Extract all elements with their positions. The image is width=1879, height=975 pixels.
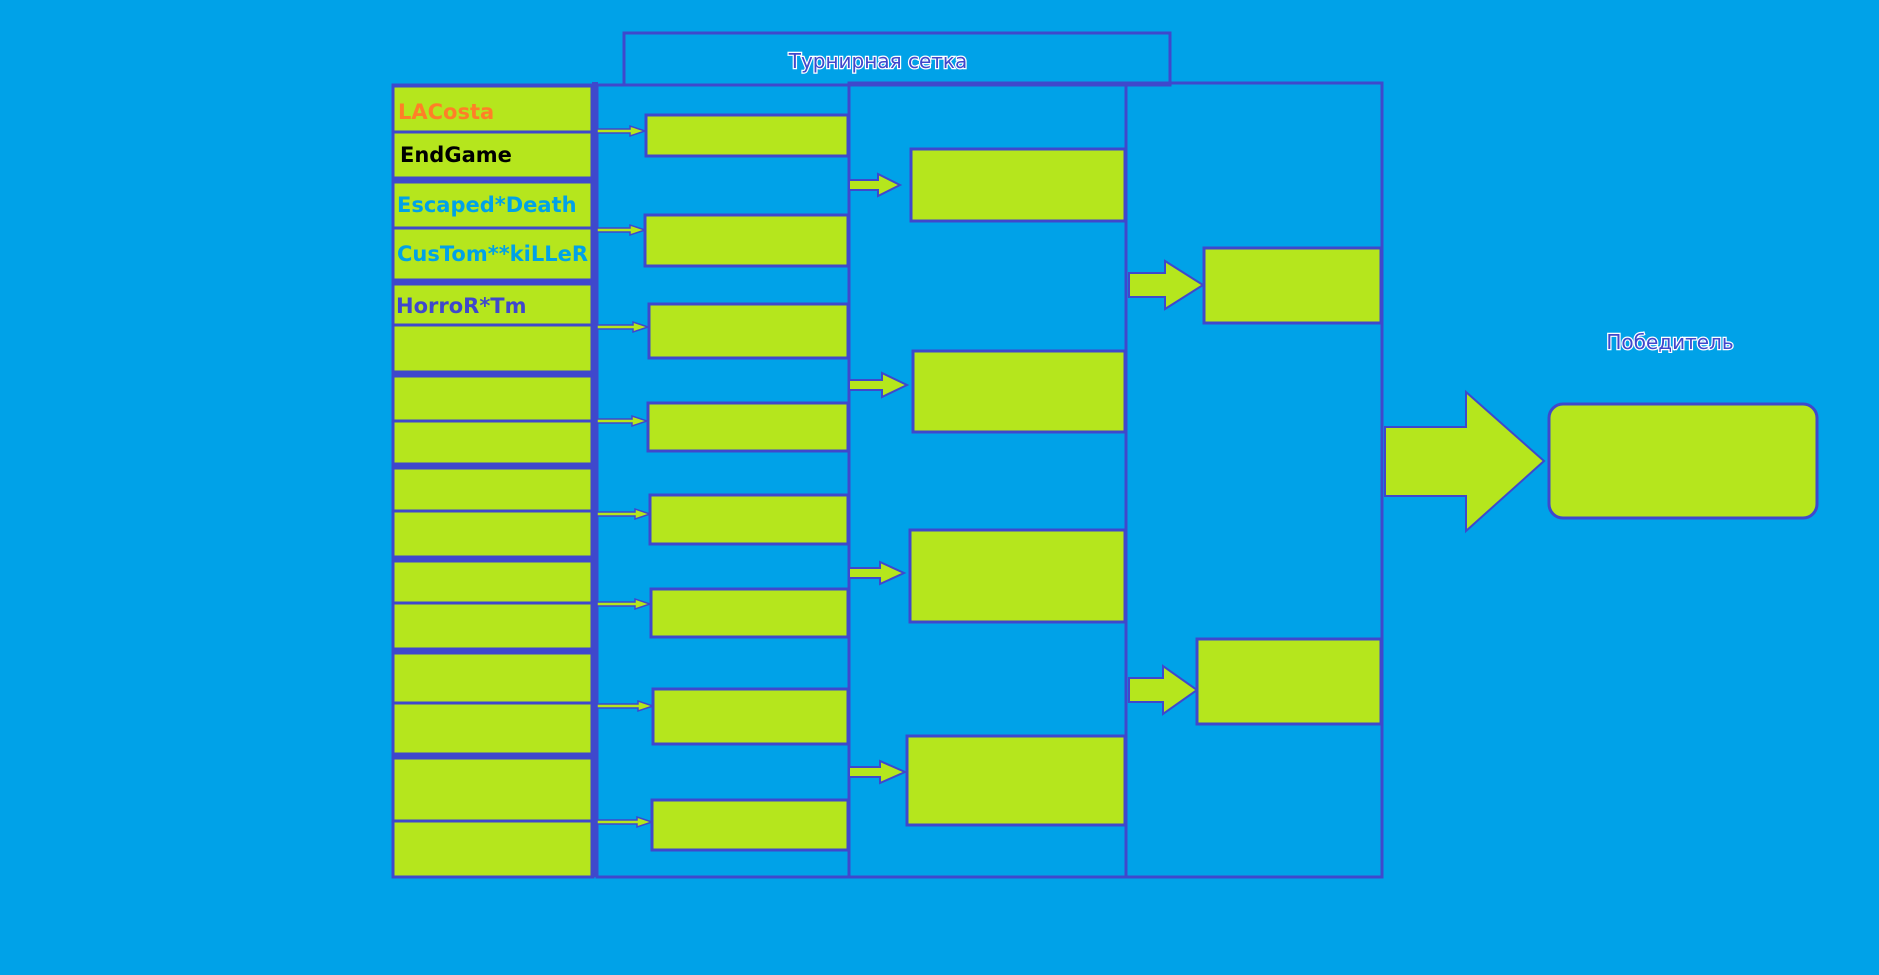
round1-slot <box>391 466 594 513</box>
round1-slot <box>391 419 594 466</box>
round1-slots: LACosta EndGame Escaped*Death CusTom**ki… <box>391 84 594 879</box>
round1-slot <box>391 819 594 879</box>
round2-slot[interactable] <box>651 687 850 746</box>
slot-box[interactable] <box>391 601 594 651</box>
player-name: EndGame <box>400 143 512 167</box>
round2-slot[interactable] <box>650 798 850 852</box>
slot-box[interactable] <box>391 701 594 756</box>
round3-slots <box>905 147 1127 827</box>
round1-slot <box>391 374 594 423</box>
advance-arrow-icon <box>596 414 650 428</box>
semifinal-slots <box>1195 246 1383 726</box>
slot-box[interactable] <box>391 323 594 374</box>
advance-arrow-icon <box>596 507 653 521</box>
advance-arrow-icon <box>596 223 648 237</box>
slot-box[interactable] <box>391 226 594 282</box>
round1-slot <box>391 559 594 605</box>
player-name: LACosta <box>398 100 494 124</box>
slot-box[interactable] <box>391 756 594 823</box>
slot-box[interactable] <box>391 466 594 513</box>
player-name: Escaped*Death <box>397 193 577 217</box>
round3-slot[interactable] <box>909 147 1127 223</box>
semifinal-column-frame <box>1124 81 1384 879</box>
advance-arrow-icon <box>1128 259 1205 311</box>
round1-slot <box>391 701 594 756</box>
player-name: HorroR*Tm <box>396 294 527 318</box>
round1-slot <box>391 323 594 374</box>
round1-slot <box>391 601 594 651</box>
bracket-title-box <box>622 31 1172 87</box>
semifinal-slot[interactable] <box>1195 637 1383 726</box>
round2-slots <box>643 113 850 852</box>
slot-box[interactable] <box>391 509 594 559</box>
player-name: CusTom**kiLLeR <box>397 242 588 266</box>
round1-pair-separators <box>392 177 594 759</box>
round2-column-frame <box>595 83 851 879</box>
semifinal-slot[interactable] <box>1202 246 1383 325</box>
advance-arrow-icon <box>848 371 910 399</box>
winner-label: Победитель <box>1606 330 1733 354</box>
slot-box[interactable] <box>391 559 594 605</box>
round1-slot: LACosta <box>391 84 594 134</box>
bracket-title: Турнирная сетка <box>788 49 968 73</box>
slot-box[interactable] <box>391 180 594 230</box>
advance-arrow-icon <box>596 320 651 334</box>
round1-slot <box>391 756 594 823</box>
round1-slot: Escaped*Death <box>391 180 594 230</box>
advance-arrow-icon <box>596 597 653 611</box>
slot-box[interactable] <box>391 84 594 134</box>
round2-slot[interactable] <box>643 213 850 268</box>
round2-slot[interactable] <box>646 401 850 453</box>
round1-slot: CusTom**kiLLeR <box>391 226 594 282</box>
advance-arrow-icon <box>596 815 655 829</box>
final-arrow-icon <box>1384 389 1546 534</box>
round2-slot[interactable] <box>648 493 850 546</box>
advance-arrow-icon <box>848 172 903 198</box>
round1-slot: HorroR*Tm <box>391 282 594 327</box>
winner-box[interactable] <box>1547 402 1819 520</box>
round1-slot <box>391 509 594 559</box>
round3-slot[interactable] <box>905 734 1127 827</box>
round2-slot[interactable] <box>644 113 850 158</box>
advance-arrow-icon <box>848 560 907 586</box>
advance-arrow-icon <box>848 759 908 785</box>
advance-arrow-icon <box>1128 664 1199 716</box>
round3-slot[interactable] <box>908 528 1127 624</box>
round3-arrows <box>1128 259 1205 716</box>
round1-slot <box>391 651 594 705</box>
round1-arrows <box>596 124 656 829</box>
slot-box[interactable] <box>391 819 594 879</box>
round3-slot[interactable] <box>911 349 1127 434</box>
slot-box[interactable] <box>391 374 594 423</box>
round2-slot[interactable] <box>649 587 850 639</box>
advance-arrow-icon <box>596 699 656 713</box>
slot-box[interactable] <box>391 651 594 705</box>
round2-arrows <box>848 172 910 785</box>
advance-arrow-icon <box>596 124 648 138</box>
slot-box[interactable] <box>391 419 594 466</box>
round2-slot[interactable] <box>647 302 850 360</box>
slot-box[interactable] <box>391 282 594 327</box>
round1-slot: EndGame <box>391 130 594 180</box>
